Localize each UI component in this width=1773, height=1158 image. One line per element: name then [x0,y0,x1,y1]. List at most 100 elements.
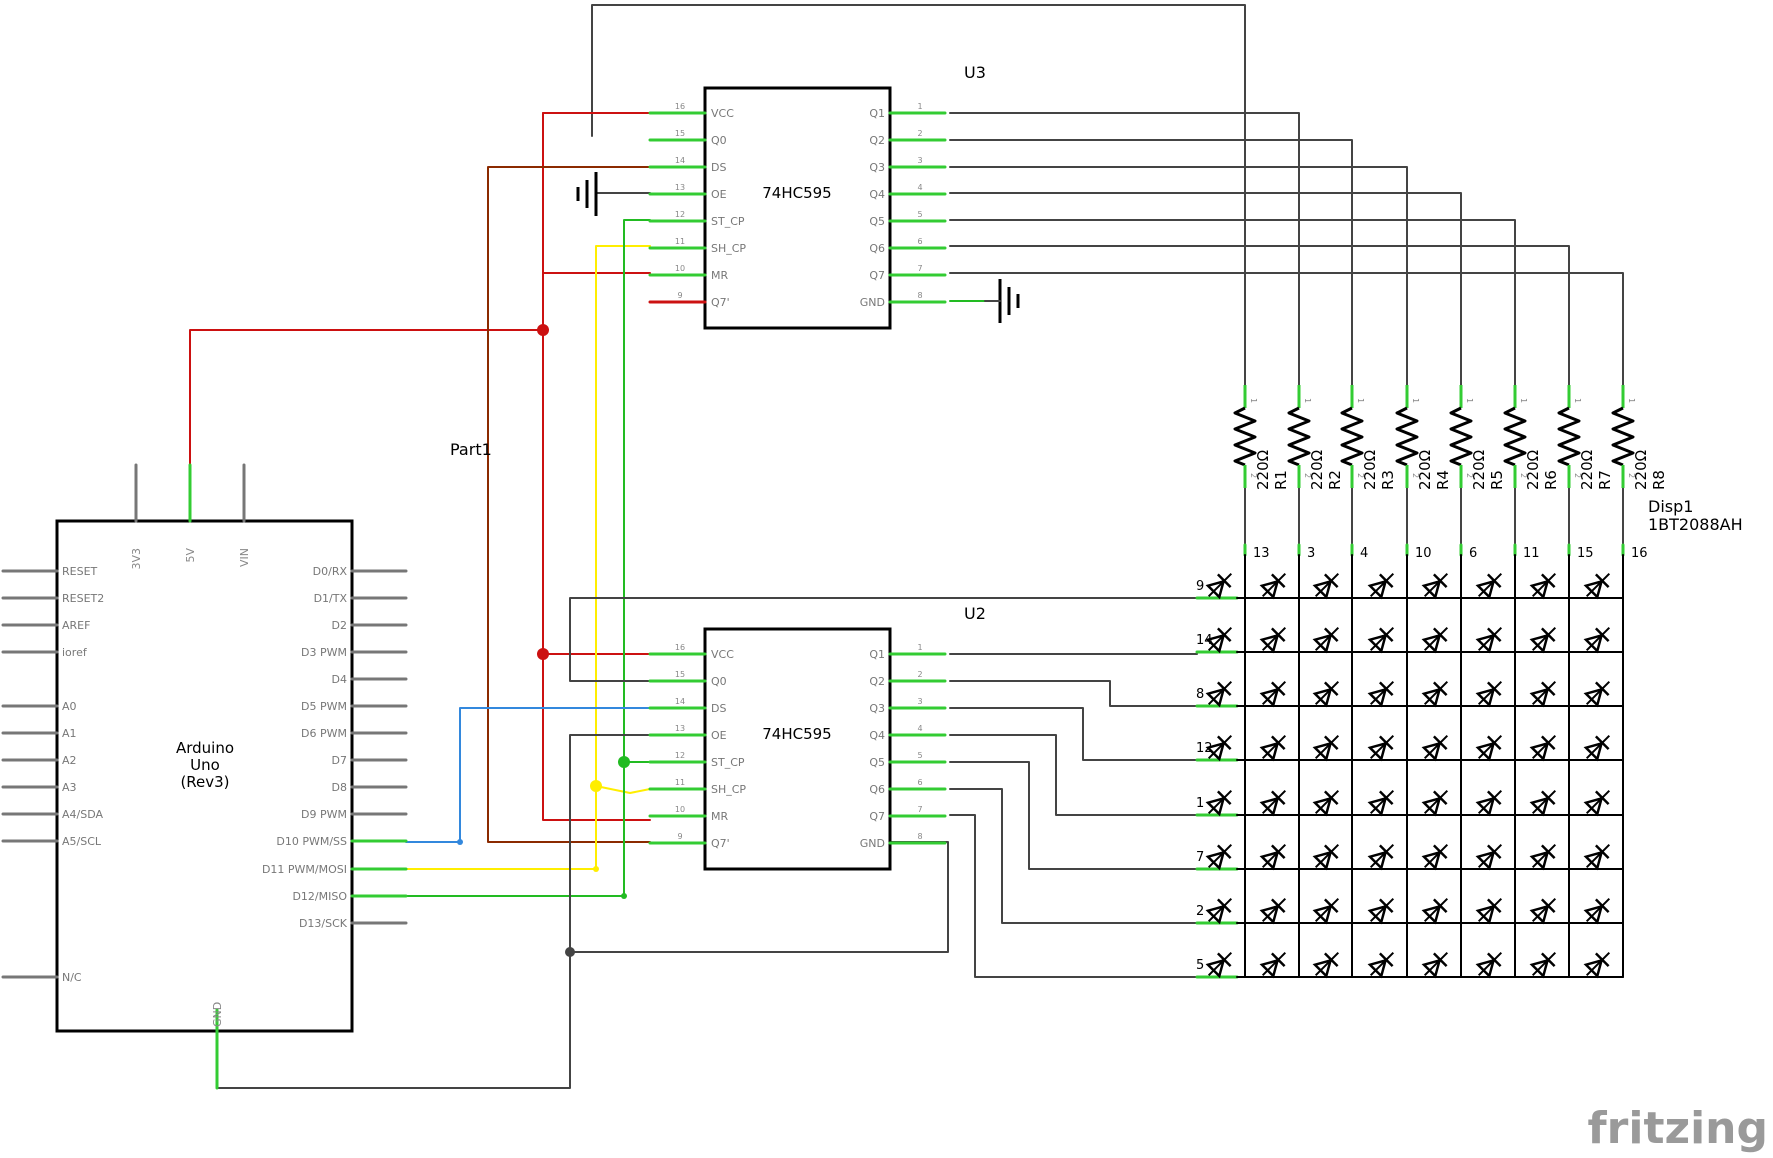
led [1205,734,1233,762]
wire-5v [189,329,544,466]
display-row-pin-label: 7 [1196,850,1204,865]
chip-pin-label: Q7' [711,837,730,850]
resistor-value: 220Ω [1308,450,1326,490]
chip-pin-label: ST_CP [711,215,745,228]
led-lead [1314,897,1340,923]
display-column-pin-label: 13 [1253,546,1270,561]
chip-pin-label: Q3 [869,702,885,715]
led [1529,897,1557,925]
display-row-pin-label: 2 [1196,904,1204,919]
resistor-pin-number: 2 [1356,473,1365,478]
led [1583,843,1611,871]
junction-dot [593,866,599,872]
chip-pin-number: 15 [675,670,685,679]
led-lead [1531,897,1557,923]
junction-dot [590,780,602,792]
chip-pin-number: 5 [917,210,922,219]
wire-row [949,814,1198,978]
arduino-pin-label: D13/SCK [299,917,348,930]
chip-pin-number: 8 [917,291,922,300]
resistor-zigzag [1611,406,1635,467]
arduino-pin-label: A3 [62,781,77,794]
led [1312,897,1340,925]
led [1312,734,1340,762]
led [1205,789,1233,817]
resistor-name: R4 [1434,470,1452,490]
chip-pin-label: OE [711,729,727,742]
display-part: 1BT2088AH [1648,515,1743,534]
arduino-pin-label: AREF [62,619,90,632]
chip-pin-label: Q4 [869,729,885,742]
chip-pin-label: GND [860,296,885,309]
led [1367,843,1395,871]
chip-pin-label: Q5 [869,215,885,228]
led [1421,680,1449,708]
led [1312,626,1340,654]
resistor-value: 220Ω [1470,450,1488,490]
wire-top-loop [591,4,1246,386]
chip-pin-label: Q6 [869,242,885,255]
arduino-pin-label: 5V [184,548,197,563]
chip-pin-number: 8 [917,832,922,841]
chip-pin-number: 9 [677,291,682,300]
led [1259,789,1287,817]
led-lead [1531,734,1557,760]
arduino-pin-label: VIN [238,548,251,567]
led [1367,951,1395,979]
led [1312,843,1340,871]
shift-register-u3 [703,86,892,330]
chip-pin-number: 11 [675,237,685,246]
arduino-pin-label: A4/SDA [62,808,103,821]
led [1475,789,1503,817]
chip-pin-number: 7 [917,805,922,814]
led-lead [1531,626,1557,652]
wire-column [949,166,1408,386]
led-lead [1585,897,1611,923]
chip-pin-label: Q0 [711,134,727,147]
led-lead [1207,734,1233,760]
led [1367,680,1395,708]
led [1312,951,1340,979]
wire-row [949,707,1198,761]
chip-pin-number: 15 [675,129,685,138]
ground-symbol [998,279,1020,323]
chip-pin-label: Q1 [869,107,885,120]
resistor-pin-number: 1 [1249,398,1258,403]
led [1367,734,1395,762]
display-name: Disp1 [1648,497,1693,516]
wire-column [949,112,1300,386]
chip-pin-number: 13 [675,183,685,192]
led-lead [1314,951,1340,977]
led-lead [1531,789,1557,815]
display-column-pin-label: 10 [1415,546,1432,561]
led [1205,897,1233,925]
resistor-zigzag [1395,406,1419,467]
led [1312,572,1340,600]
chip-pin-number: 2 [917,670,922,679]
resistor-zigzag [1287,406,1311,467]
chip-pin-label: OE [711,188,727,201]
led-lead [1261,572,1287,598]
led [1529,572,1557,600]
resistor-value: 220Ω [1361,450,1379,490]
led [1475,843,1503,871]
chip-pin-number: 9 [677,832,682,841]
led-lead [1314,734,1340,760]
wire-column [949,192,1462,386]
chip-pin-number: 3 [917,697,922,706]
arduino-pin-label: D0/RX [313,565,348,578]
display-row-pin-label: 12 [1196,741,1213,756]
led-lead [1207,626,1233,652]
chip-pin-number: 13 [675,724,685,733]
led-lead [1369,951,1395,977]
arduino-pin-label: D4 [332,673,347,686]
led [1583,680,1611,708]
resistor-pin-number: 2 [1465,473,1474,478]
resistor-value: 220Ω [1416,450,1434,490]
arduino-pin-label: N/C [62,971,82,984]
arduino-pin-label: RESET2 [62,592,104,605]
display-column-pin-label: 15 [1577,546,1594,561]
led-lead [1477,789,1503,815]
resistor-value: 220Ω [1578,450,1596,490]
led [1421,789,1449,817]
